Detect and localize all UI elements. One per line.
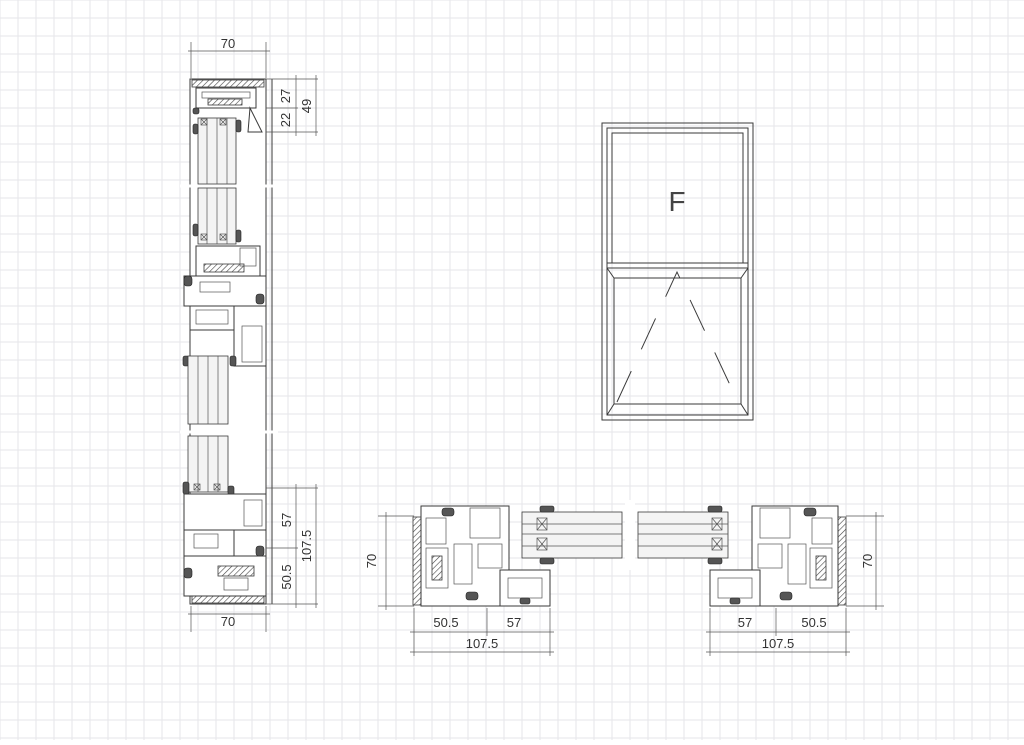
glass-unit-right [637,511,729,559]
awning-sash [606,267,749,416]
elevation-outer-frame [601,122,754,421]
dim-right-bottom: 57 50.5 107.5 [706,608,850,656]
dim-label-top: 70 [221,36,235,51]
dim-left-57: 57 [507,615,521,630]
head-insulation [191,79,265,88]
dim-right-stack: 27 49 22 57 107.5 50.5 [266,75,318,608]
dim-right-107-5: 107.5 [762,636,795,651]
dim-left-height: 70 [364,512,414,610]
dim-27: 27 [278,89,293,103]
dim-left-107-5: 107.5 [466,636,499,651]
dim-left-bottom: 50.5 57 107.5 [410,608,554,656]
dim-right-height: 70 [846,512,884,610]
horizontal-section: 70 70 [364,500,884,656]
dim-right-70: 70 [860,554,875,568]
opening-indicator [616,270,739,403]
dim-bottom-width: 70 [188,606,270,632]
dim-left-50-5: 50.5 [433,615,458,630]
dim-22: 22 [278,113,293,127]
dim-label-bottom: 70 [221,614,235,629]
window-elevation: F [601,122,754,421]
dim-57: 57 [279,513,294,527]
dim-top-width: 70 [188,36,270,78]
sash-label-F: F [668,186,685,217]
dim-right-57: 57 [738,615,752,630]
sill-insulation [191,595,265,604]
dim-left-70: 70 [364,554,379,568]
dim-right-50-5: 50.5 [801,615,826,630]
dim-49: 49 [299,99,314,113]
vertical-section: 70 [180,36,318,632]
dim-50-5: 50.5 [279,564,294,589]
right-jamb-insulation [837,516,847,606]
left-jamb-insulation [412,516,422,606]
dim-107-5: 107.5 [299,530,314,563]
